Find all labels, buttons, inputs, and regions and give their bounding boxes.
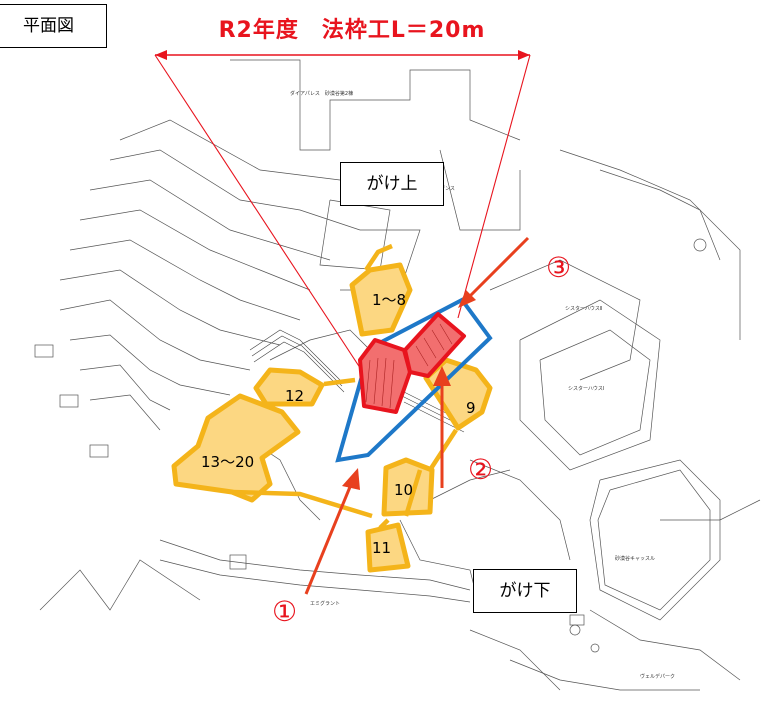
view-arrow-1 xyxy=(304,481,354,595)
lot-label-10: 10 xyxy=(394,481,414,499)
lot-label-1-8: 1～8 xyxy=(372,291,407,309)
top-of-cliff-label: がけ上 xyxy=(340,162,444,206)
works-hatch xyxy=(365,323,453,409)
lot-11 xyxy=(365,522,411,573)
view-arrow-3 xyxy=(466,236,530,300)
svg-text:砂漠谷キャッスル: 砂漠谷キャッスル xyxy=(615,555,655,562)
lot-connector-lines xyxy=(231,243,458,530)
extent-dimension xyxy=(154,50,531,381)
lot-13-20 xyxy=(171,393,301,503)
arrow-label-2: ② xyxy=(468,453,494,486)
bottom-of-cliff-label: がけ下 xyxy=(473,569,577,613)
works-segment-1 xyxy=(358,338,412,414)
svg-text:シスターハウスⅠ: シスターハウスⅠ xyxy=(568,385,604,392)
works-segment-2 xyxy=(403,312,466,378)
work-zone-outline xyxy=(335,297,493,463)
survey-linework xyxy=(34,59,761,691)
view-arrow-2-head xyxy=(433,366,451,386)
svg-text:シスターハウスⅡ: シスターハウスⅡ xyxy=(565,305,602,312)
arrow-label-1: ① xyxy=(272,595,298,628)
lot-1-8 xyxy=(349,262,413,337)
svg-text:エミグラント: エミグラント xyxy=(310,600,340,607)
view-arrow-1-head xyxy=(342,468,360,490)
svg-text:ダイアパレス 砂漠谷第2棟: ダイアパレス 砂漠谷第2棟 xyxy=(290,90,353,97)
arrow-label-3: ③ xyxy=(546,251,572,284)
lot-label-13-20: 13～20 xyxy=(201,453,255,471)
view-arrow-3-head xyxy=(458,290,476,308)
lot-label-11: 11 xyxy=(372,539,392,557)
view-label-box: 平面図 xyxy=(0,4,107,48)
view-arrows xyxy=(304,236,530,595)
slope-frame-works xyxy=(358,312,466,414)
diagram-title: R2年度 法枠工L＝20m xyxy=(218,18,486,43)
lot-label-9: 9 xyxy=(466,399,476,417)
svg-text:ヴェルデパーク: ヴェルデパーク xyxy=(640,673,675,680)
lot-label-12: 12 xyxy=(285,387,305,405)
